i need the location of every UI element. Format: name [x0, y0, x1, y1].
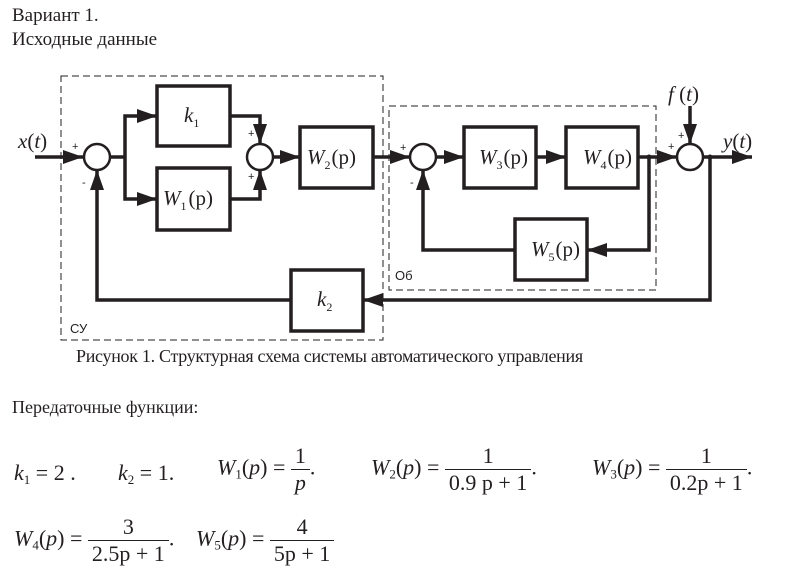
block-k1-label: k1	[184, 103, 199, 130]
control-system-label: СУ	[70, 321, 88, 336]
block-k2	[289, 268, 365, 333]
sign-plus: +	[72, 141, 78, 153]
w1-out-line	[230, 170, 267, 201]
variant-title: Вариант 1.	[12, 5, 99, 26]
branch-w1-line	[123, 157, 157, 206]
formula-k1: k1 = 2 .	[14, 460, 76, 487]
control-system-zone	[60, 75, 384, 341]
block-diagram: СУ Об + - + + +	[17, 75, 752, 341]
sum-junction-1	[82, 142, 112, 172]
block-w3	[462, 125, 538, 190]
block-w2	[298, 125, 375, 190]
block-w2-label: W2(p)	[307, 145, 356, 172]
block-w1-label: W1(p)	[163, 186, 213, 213]
block-w5-label: W5(p)	[531, 237, 580, 264]
k2-out-line	[90, 170, 291, 302]
w5-out-line	[416, 170, 515, 252]
source-data-heading: Исходные данные	[12, 29, 158, 50]
sign-plus: +	[248, 171, 254, 183]
sign-minus: -	[82, 177, 86, 189]
sum-junction-4	[675, 142, 705, 172]
plant-zone	[388, 105, 657, 291]
block-w1	[155, 166, 232, 232]
k1-out-line	[230, 114, 267, 144]
junction-dot	[707, 154, 713, 160]
block-k2-label: k2	[317, 287, 332, 314]
branch-k1-line	[123, 109, 157, 157]
transfer-functions-heading: Передаточные функции:	[12, 397, 199, 417]
block-k1	[155, 84, 232, 148]
figure-caption: Рисунок 1. Структурная схема системы авт…	[76, 346, 583, 366]
plant-label: Об	[395, 268, 413, 283]
sign-plus: +	[400, 142, 406, 154]
inner-feedback-line	[587, 157, 651, 257]
outer-feedback-line	[363, 157, 712, 307]
sign-minus: -	[410, 177, 414, 189]
sign-plus: +	[668, 141, 674, 153]
input-signal-label: x(t)	[17, 129, 47, 153]
block-w3-label: W3(p)	[479, 145, 528, 172]
block-w4-label: W4(p)	[583, 145, 632, 172]
disturbance-signal-label: f (t)	[668, 82, 699, 106]
sign-plus: +	[248, 128, 254, 140]
sum-junction-2	[245, 142, 275, 172]
block-w5	[513, 217, 589, 282]
output-signal-label: y(t)	[721, 129, 752, 153]
sign-plus: +	[678, 130, 684, 142]
sum-junction-3	[408, 142, 438, 172]
junction-dot	[646, 154, 652, 160]
formula-k2: k2 = 1.	[118, 460, 175, 487]
block-w4	[564, 125, 640, 190]
